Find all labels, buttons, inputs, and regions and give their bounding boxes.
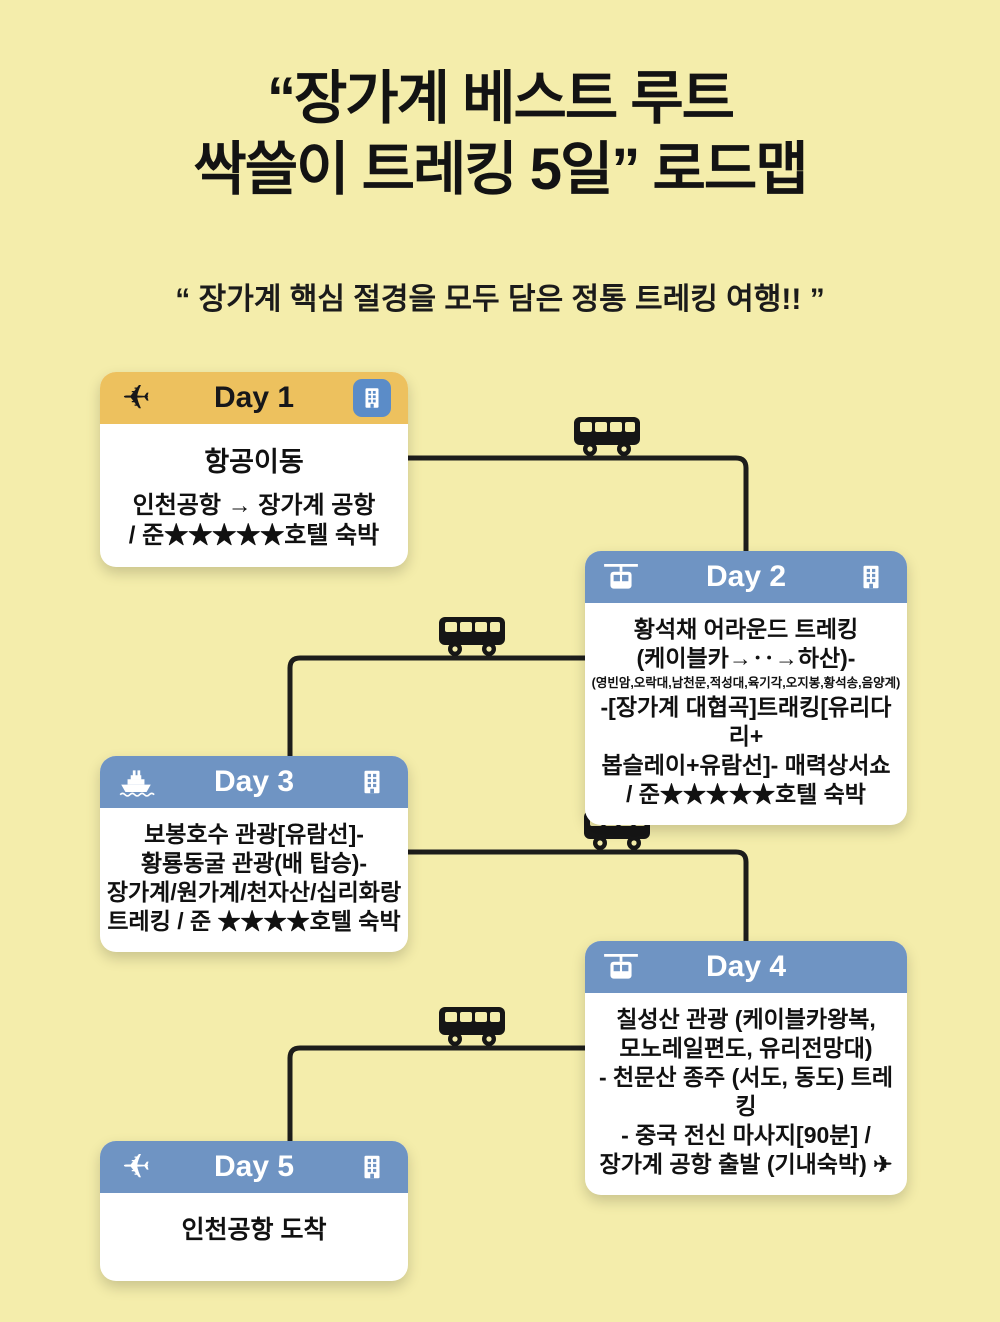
cable-car-icon xyxy=(597,561,645,593)
hotel-building-icon xyxy=(348,379,396,417)
day3-header: Day 3 xyxy=(100,756,408,808)
itinerary-line: - 천문산 종주 (서도, 동도) 트레킹 xyxy=(598,1063,894,1119)
title-line-1: “장가계 베스트 루트 xyxy=(266,66,735,131)
itinerary-line: 황석채 어라운드 트레킹 xyxy=(633,616,859,642)
itinerary-line: 장가계/원가계/천자산/십리화랑 xyxy=(106,878,402,905)
day3-label: Day 3 xyxy=(213,765,295,798)
day1-activity-title: 항공이동 xyxy=(204,447,304,477)
itinerary-line: - 중국 전신 마사지[90분] / xyxy=(621,1121,871,1148)
connector-day3-day4 xyxy=(399,849,749,947)
itinerary-line: / 준★★★★★호텔 숙박 xyxy=(128,522,380,550)
day2-card: Day 2 황석채 어라운드 트레킹 (케이블카→‥→하산)- (영빈암,오락대… xyxy=(585,551,907,825)
itinerary-line: 황룡동굴 관광(배 탑승)- xyxy=(140,849,368,876)
day2-label: Day 2 xyxy=(705,560,787,593)
itinerary-line: 인천공항 도착 xyxy=(181,1216,327,1244)
ship-icon xyxy=(112,766,160,798)
page-title: “장가계 베스트 루트 싹쓸이 트레킹 5일” 로드맵 xyxy=(0,64,1000,206)
hotel-building-icon xyxy=(348,767,396,797)
bus-icon xyxy=(572,412,642,460)
day1-card: ✈ Day 1 항공이동 xyxy=(100,372,408,568)
itinerary-line: 봅슬레이+유람선]- 매력상서쇼 xyxy=(601,751,891,778)
itinerary-line: 보봉호수 관광[유람선]- xyxy=(144,821,364,847)
itinerary-line: (케이블카→‥→하산)- xyxy=(636,644,856,671)
hotel-building-icon xyxy=(348,1152,396,1182)
connector-day1-day2 xyxy=(399,455,749,557)
itinerary-line: -[장가계 대협곡]트래킹[유리다리+ xyxy=(600,693,892,749)
day1-label: Day 1 xyxy=(213,381,295,414)
itinerary-line-small: (영빈암,오락대,남천문,적성대,육기각,오지봉,황석송,음양계) xyxy=(591,675,901,690)
day5-label: Day 5 xyxy=(213,1150,295,1183)
page-subtitle: “ 장가계 핵심 절경을 모두 담은 정통 트레킹 여행!! ” xyxy=(175,283,825,316)
day1-body: 항공이동 인천공항 → 장가계 공항 / 준★★★★★호텔 숙박 xyxy=(100,424,408,567)
bus-icon xyxy=(437,1002,507,1050)
itinerary-line: / 준★★★★★호텔 숙박 xyxy=(626,780,866,807)
itinerary-line: 인천공항 → 장가계 공항 xyxy=(132,492,376,519)
day2-body: 황석채 어라운드 트레킹 (케이블카→‥→하산)- (영빈암,오락대,남천문,적… xyxy=(585,603,907,825)
day4-label: Day 4 xyxy=(705,950,787,983)
day3-card: Day 3 보봉호수 관광[유람선]- 황룡동굴 관광(배 탑승)- 장가계/원… xyxy=(100,756,408,952)
day1-header: ✈ Day 1 xyxy=(100,372,408,424)
connector-day2-day3 xyxy=(287,655,593,761)
day3-body: 보봉호수 관광[유람선]- 황룡동굴 관광(배 탑승)- 장가계/원가계/천자산… xyxy=(100,808,408,952)
title-line-2: 싹쓸이 트레킹 5일” 로드맵 xyxy=(193,136,808,202)
itinerary-line: 모노레일편도, 유리전망대) xyxy=(619,1034,873,1061)
plane-icon: ✈ xyxy=(121,378,151,418)
day5-body: 인천공항 도착 xyxy=(100,1193,408,1263)
itinerary-line: 장가계 공항 출발 (기내숙박) ✈ xyxy=(599,1150,893,1177)
day4-header: Day 4 xyxy=(585,941,907,993)
day5-header: ✈ Day 5 xyxy=(100,1141,408,1193)
building-badge xyxy=(353,379,391,417)
day4-body: 칠성산 관광 (케이블카왕복, 모노레일편도, 유리전망대) - 천문산 종주 … xyxy=(585,993,907,1195)
itinerary-line: 트레킹 / 준 ★★★★호텔 숙박 xyxy=(107,907,401,934)
connector-day4-day5 xyxy=(287,1045,593,1147)
day5-card: ✈ Day 5 인천공항 도착 xyxy=(100,1141,408,1281)
day4-card: Day 4 칠성산 관광 (케이블카왕복, 모노레일편도, 유리전망대) - 천… xyxy=(585,941,907,1195)
bus-icon xyxy=(437,612,507,660)
plane-icon: ✈ xyxy=(121,1147,151,1187)
cable-car-icon xyxy=(597,951,645,983)
day2-header: Day 2 xyxy=(585,551,907,603)
itinerary-line: 칠성산 관광 (케이블카왕복, xyxy=(616,1006,876,1032)
hotel-building-icon xyxy=(847,562,895,592)
